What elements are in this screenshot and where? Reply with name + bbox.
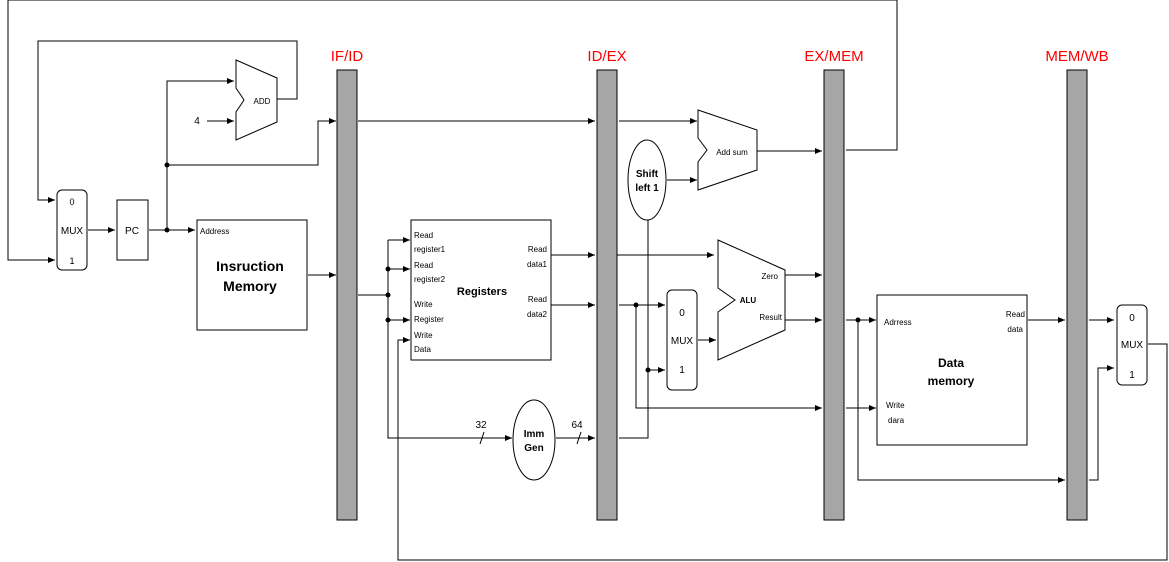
shift-line2: left 1 (635, 183, 659, 194)
data-memory: Adrress Write dara Read data Data memory (876, 294, 1028, 446)
wires (7, 0, 1168, 561)
mux-wb-label: MUX (1121, 340, 1144, 351)
mux-wb-in1: 1 (1129, 370, 1135, 381)
pipeline-bar-id-ex (596, 69, 618, 521)
bus-slash-64 (576, 431, 582, 445)
junction-dot (164, 162, 170, 168)
pc-label: PC (125, 226, 139, 237)
program-counter: PC (116, 199, 149, 261)
dmem-write-line1: Write (886, 401, 905, 410)
reg-in-write-2: Write (414, 331, 433, 340)
branch-adder: Add sum (697, 109, 758, 191)
pipeline-bar-if-id (336, 69, 358, 521)
imem-title-line2: Memory (223, 278, 277, 294)
reg-out-read-1: Read (528, 245, 547, 254)
shift-line1: Shift (636, 169, 659, 180)
instruction-memory: Address Insruction Memory (196, 219, 308, 331)
reg-in-register1: register1 (414, 245, 446, 254)
junction-dot (645, 367, 651, 373)
immgen-line1: Imm (524, 429, 545, 440)
branch-adder-label: Add sum (716, 148, 748, 157)
dmem-read-line2: data (1007, 325, 1023, 334)
junction-dot (633, 302, 639, 308)
wire-data2-to-exmem (635, 305, 822, 411)
mux-alu-src: 0 MUX 1 (666, 289, 698, 391)
immediate-generator: Imm Gen 32 64 (475, 399, 583, 481)
alu-result-label: Result (759, 313, 782, 322)
wire-pc-branch (166, 78, 234, 230)
alu: ALU Zero Result (717, 239, 786, 361)
bus-width-out: 64 (571, 420, 583, 431)
junction-dot (164, 227, 170, 233)
pipeline-bar-mem-wb (1066, 69, 1088, 521)
dmem-title-line2: memory (928, 374, 975, 388)
mux-fetch-label: MUX (61, 226, 84, 237)
immgen-line2: Gen (524, 443, 543, 454)
dmem-address-label: Adrress (884, 318, 912, 327)
wire-writeback-return (397, 337, 1168, 561)
mux-fetch-in1: 1 (69, 256, 74, 266)
wire-pc4-to-mux (37, 40, 298, 203)
wire-instr-vbus (387, 240, 480, 439)
imem-title-line1: Insruction (216, 258, 284, 274)
wire-memwb-to-mux1 (1089, 365, 1114, 481)
reg-out-data1: data1 (527, 260, 548, 269)
junction-dot (385, 292, 391, 298)
registers-title: Registers (457, 286, 507, 298)
pipeline-bar-ex-mem (823, 69, 845, 521)
bus-slash-32 (479, 431, 485, 445)
register-file: Read register1 Read register2 Write Regi… (410, 219, 552, 361)
junction-dot (385, 317, 391, 323)
junction-dot (385, 266, 391, 272)
wire-imm-to-mux (619, 367, 665, 439)
mux-writeback: 0 MUX 1 (1116, 304, 1148, 386)
reg-out-read-2: Read (528, 295, 547, 304)
pipeline-label-id-ex: ID/EX (587, 48, 626, 65)
mux-alu-label: MUX (671, 336, 694, 347)
reg-in-register2: register2 (414, 275, 446, 284)
wire-branch-feedback (7, 0, 898, 263)
alu-zero-label: Zero (762, 272, 779, 281)
bus-width-in: 32 (475, 420, 487, 431)
mux-alu-in0: 0 (679, 308, 685, 319)
dmem-title-line1: Data (938, 356, 964, 370)
mux-fetch: 0 MUX 1 (56, 189, 88, 271)
mux-fetch-in0: 0 (69, 197, 74, 207)
pc-adder: ADD 4 (194, 59, 278, 141)
dmem-read-line1: Read (1006, 310, 1025, 319)
reg-out-data2: data2 (527, 310, 548, 319)
imem-address-label: Address (200, 227, 229, 236)
pc-adder-label: ADD (254, 97, 271, 106)
reg-in-read-2: Read (414, 261, 433, 270)
pipeline-label-mem-wb: MEM/WB (1045, 48, 1108, 65)
wire-result-bypass (857, 320, 1065, 483)
pipeline-label-if-id: IF/ID (331, 48, 364, 65)
reg-in-read-1: Read (414, 231, 433, 240)
mux-alu-in1: 1 (679, 365, 685, 376)
mux-wb-in0: 0 (1129, 313, 1135, 324)
alu-label: ALU (740, 296, 757, 305)
pc-adder-constant: 4 (194, 116, 200, 127)
dmem-write-line2: dara (888, 416, 905, 425)
pipeline-label-ex-mem: EX/MEM (804, 48, 863, 65)
wire-pc-to-ifid (167, 118, 336, 166)
shift-left-unit: Shift left 1 (627, 139, 667, 221)
reg-in-write-1: Write (414, 300, 433, 309)
junction-dot (855, 317, 861, 323)
reg-in-data: Data (414, 345, 431, 354)
reg-in-register: Register (414, 315, 444, 324)
